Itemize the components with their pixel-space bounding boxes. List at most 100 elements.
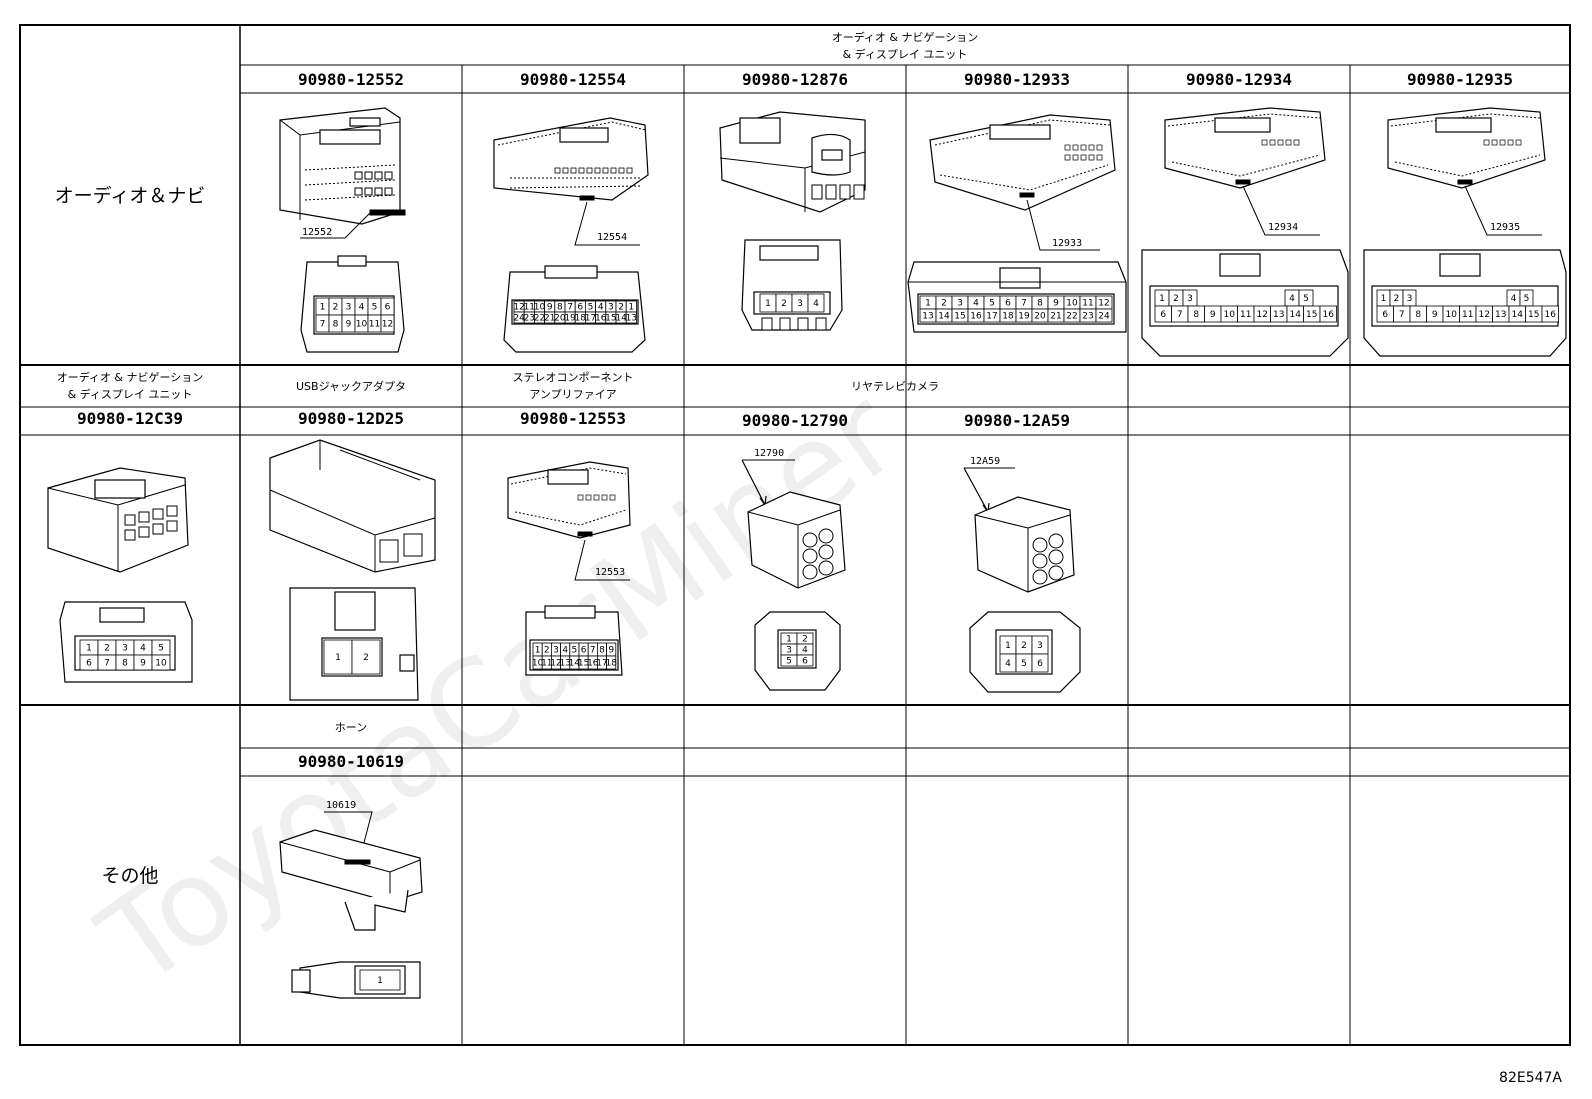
connector-label-12554: 12554 bbox=[597, 232, 627, 243]
pin-number: 5 bbox=[588, 303, 594, 313]
pin-number: 4 bbox=[140, 644, 146, 654]
pin-number: 12 bbox=[513, 303, 524, 313]
pin-number: 10 bbox=[1066, 299, 1078, 309]
pin-number: 5 bbox=[1303, 294, 1309, 304]
pin-number: 4 bbox=[1005, 659, 1011, 669]
pin-number: 7 bbox=[1177, 310, 1183, 320]
pin-number: 22 bbox=[1066, 312, 1077, 322]
connector-label-12934: 12934 bbox=[1268, 222, 1298, 233]
row2-system-rear-camera: リヤテレビカメラ bbox=[851, 380, 939, 393]
pin-number: 1 bbox=[335, 653, 341, 663]
pin-number: 1 bbox=[786, 635, 792, 645]
part-number-12552: 90980-12552 bbox=[298, 70, 404, 89]
pin-number: 10 bbox=[1224, 310, 1236, 320]
pin-cell bbox=[625, 311, 637, 324]
table-grid bbox=[19, 24, 1571, 1046]
pin-number: 22 bbox=[534, 314, 545, 324]
pin-number: 13 bbox=[1495, 310, 1506, 320]
pin-number: 1 bbox=[765, 299, 771, 309]
row2-system-amp-line2: アンプリファイア bbox=[529, 388, 616, 401]
pin-number: 12 bbox=[1257, 310, 1268, 320]
pin-number: 9 bbox=[346, 320, 352, 330]
pin-number: 12 bbox=[382, 320, 393, 330]
pin-number: 12 bbox=[1098, 299, 1109, 309]
pin-number: 2 bbox=[941, 299, 947, 309]
pin-number: 19 bbox=[564, 314, 576, 324]
pin-number: 10 bbox=[1446, 310, 1458, 320]
part-number-12554: 90980-12554 bbox=[520, 70, 626, 89]
part-number-12935: 90980-12935 bbox=[1407, 70, 1513, 89]
pin-number: 15 bbox=[1306, 310, 1317, 320]
pin-number: 7 bbox=[567, 303, 573, 313]
row2-system-c1-line1: オーディオ & ナビゲーション bbox=[57, 370, 204, 384]
connector-label-12553: 12553 bbox=[595, 567, 625, 578]
pin-number: 7 bbox=[590, 646, 596, 656]
pin-number: 13 bbox=[626, 314, 637, 324]
pin-number: 1 bbox=[377, 976, 383, 986]
pin-number: 6 bbox=[1160, 310, 1166, 320]
pin-number: 3 bbox=[346, 303, 352, 313]
pin-number: 11 bbox=[1462, 310, 1473, 320]
pin-number: 2 bbox=[333, 303, 339, 313]
pin-number: 13 bbox=[559, 659, 570, 669]
pin-number: 7 bbox=[320, 320, 326, 330]
pin-number: 23 bbox=[524, 314, 535, 324]
figure-code: 82E547A bbox=[1499, 1070, 1562, 1086]
row1-system-line2: & ディスプレイ ユニット bbox=[843, 47, 968, 61]
pin-number: 2 bbox=[618, 303, 624, 313]
pin-number: 6 bbox=[1382, 310, 1388, 320]
pin-number: 9 bbox=[140, 659, 146, 669]
pin-cell bbox=[323, 639, 353, 675]
pin-number: 10 bbox=[155, 659, 167, 669]
pin-number: 8 bbox=[1193, 310, 1199, 320]
pin-number: 4 bbox=[598, 303, 604, 313]
pin-number: 3 bbox=[553, 646, 559, 656]
pin-number: 2 bbox=[363, 653, 369, 663]
pin-cell bbox=[1031, 653, 1049, 673]
pin-number: 10 bbox=[356, 320, 368, 330]
connector-label-12A59: 12A59 bbox=[970, 456, 1000, 467]
pin-cell bbox=[606, 655, 617, 670]
pin-cell bbox=[359, 969, 401, 991]
pin-number: 15 bbox=[605, 314, 616, 324]
pin-number: 11 bbox=[1240, 310, 1251, 320]
pin-number: 8 bbox=[122, 659, 128, 669]
pin-number: 16 bbox=[595, 314, 607, 324]
pin-number: 24 bbox=[513, 314, 525, 324]
connector-10619: 10619 1 bbox=[279, 800, 423, 999]
pin-cell bbox=[351, 639, 381, 675]
pin-number: 9 bbox=[1210, 310, 1216, 320]
pin-cell bbox=[796, 654, 814, 667]
pin-number: 17 bbox=[986, 312, 997, 322]
pin-number: 24 bbox=[1098, 312, 1110, 322]
pin-number: 18 bbox=[605, 659, 617, 669]
pin-number: 1 bbox=[320, 303, 326, 313]
part-number-12A59: 90980-12A59 bbox=[964, 411, 1070, 430]
pin-number: 13 bbox=[1273, 310, 1284, 320]
pin-number: 3 bbox=[608, 303, 614, 313]
pin-number: 6 bbox=[86, 659, 92, 669]
pin-number: 6 bbox=[1005, 299, 1011, 309]
pin-number: 4 bbox=[802, 646, 808, 656]
part-number-12876: 90980-12876 bbox=[742, 70, 848, 89]
pin-number: 1 bbox=[1005, 641, 1011, 651]
pin-number: 4 bbox=[562, 646, 568, 656]
pin-number: 9 bbox=[608, 646, 614, 656]
pin-number: 19 bbox=[1018, 312, 1030, 322]
pin-number: 20 bbox=[1034, 312, 1046, 322]
pin-number: 16 bbox=[970, 312, 982, 322]
pin-number: 8 bbox=[557, 303, 563, 313]
pin-number: 1 bbox=[925, 299, 931, 309]
row1-system-line1: オーディオ & ナビゲーション bbox=[832, 30, 979, 44]
pin-number: 2 bbox=[1173, 294, 1179, 304]
pin-number: 5 bbox=[372, 303, 378, 313]
pin-number: 7 bbox=[104, 659, 110, 669]
part-number-12790: 90980-12790 bbox=[742, 411, 848, 430]
part-number-12934: 90980-12934 bbox=[1186, 70, 1292, 89]
pin-number: 4 bbox=[359, 303, 365, 313]
pin-number: 18 bbox=[575, 314, 587, 324]
pin-number: 13 bbox=[922, 312, 933, 322]
pin-number: 1 bbox=[535, 646, 541, 656]
